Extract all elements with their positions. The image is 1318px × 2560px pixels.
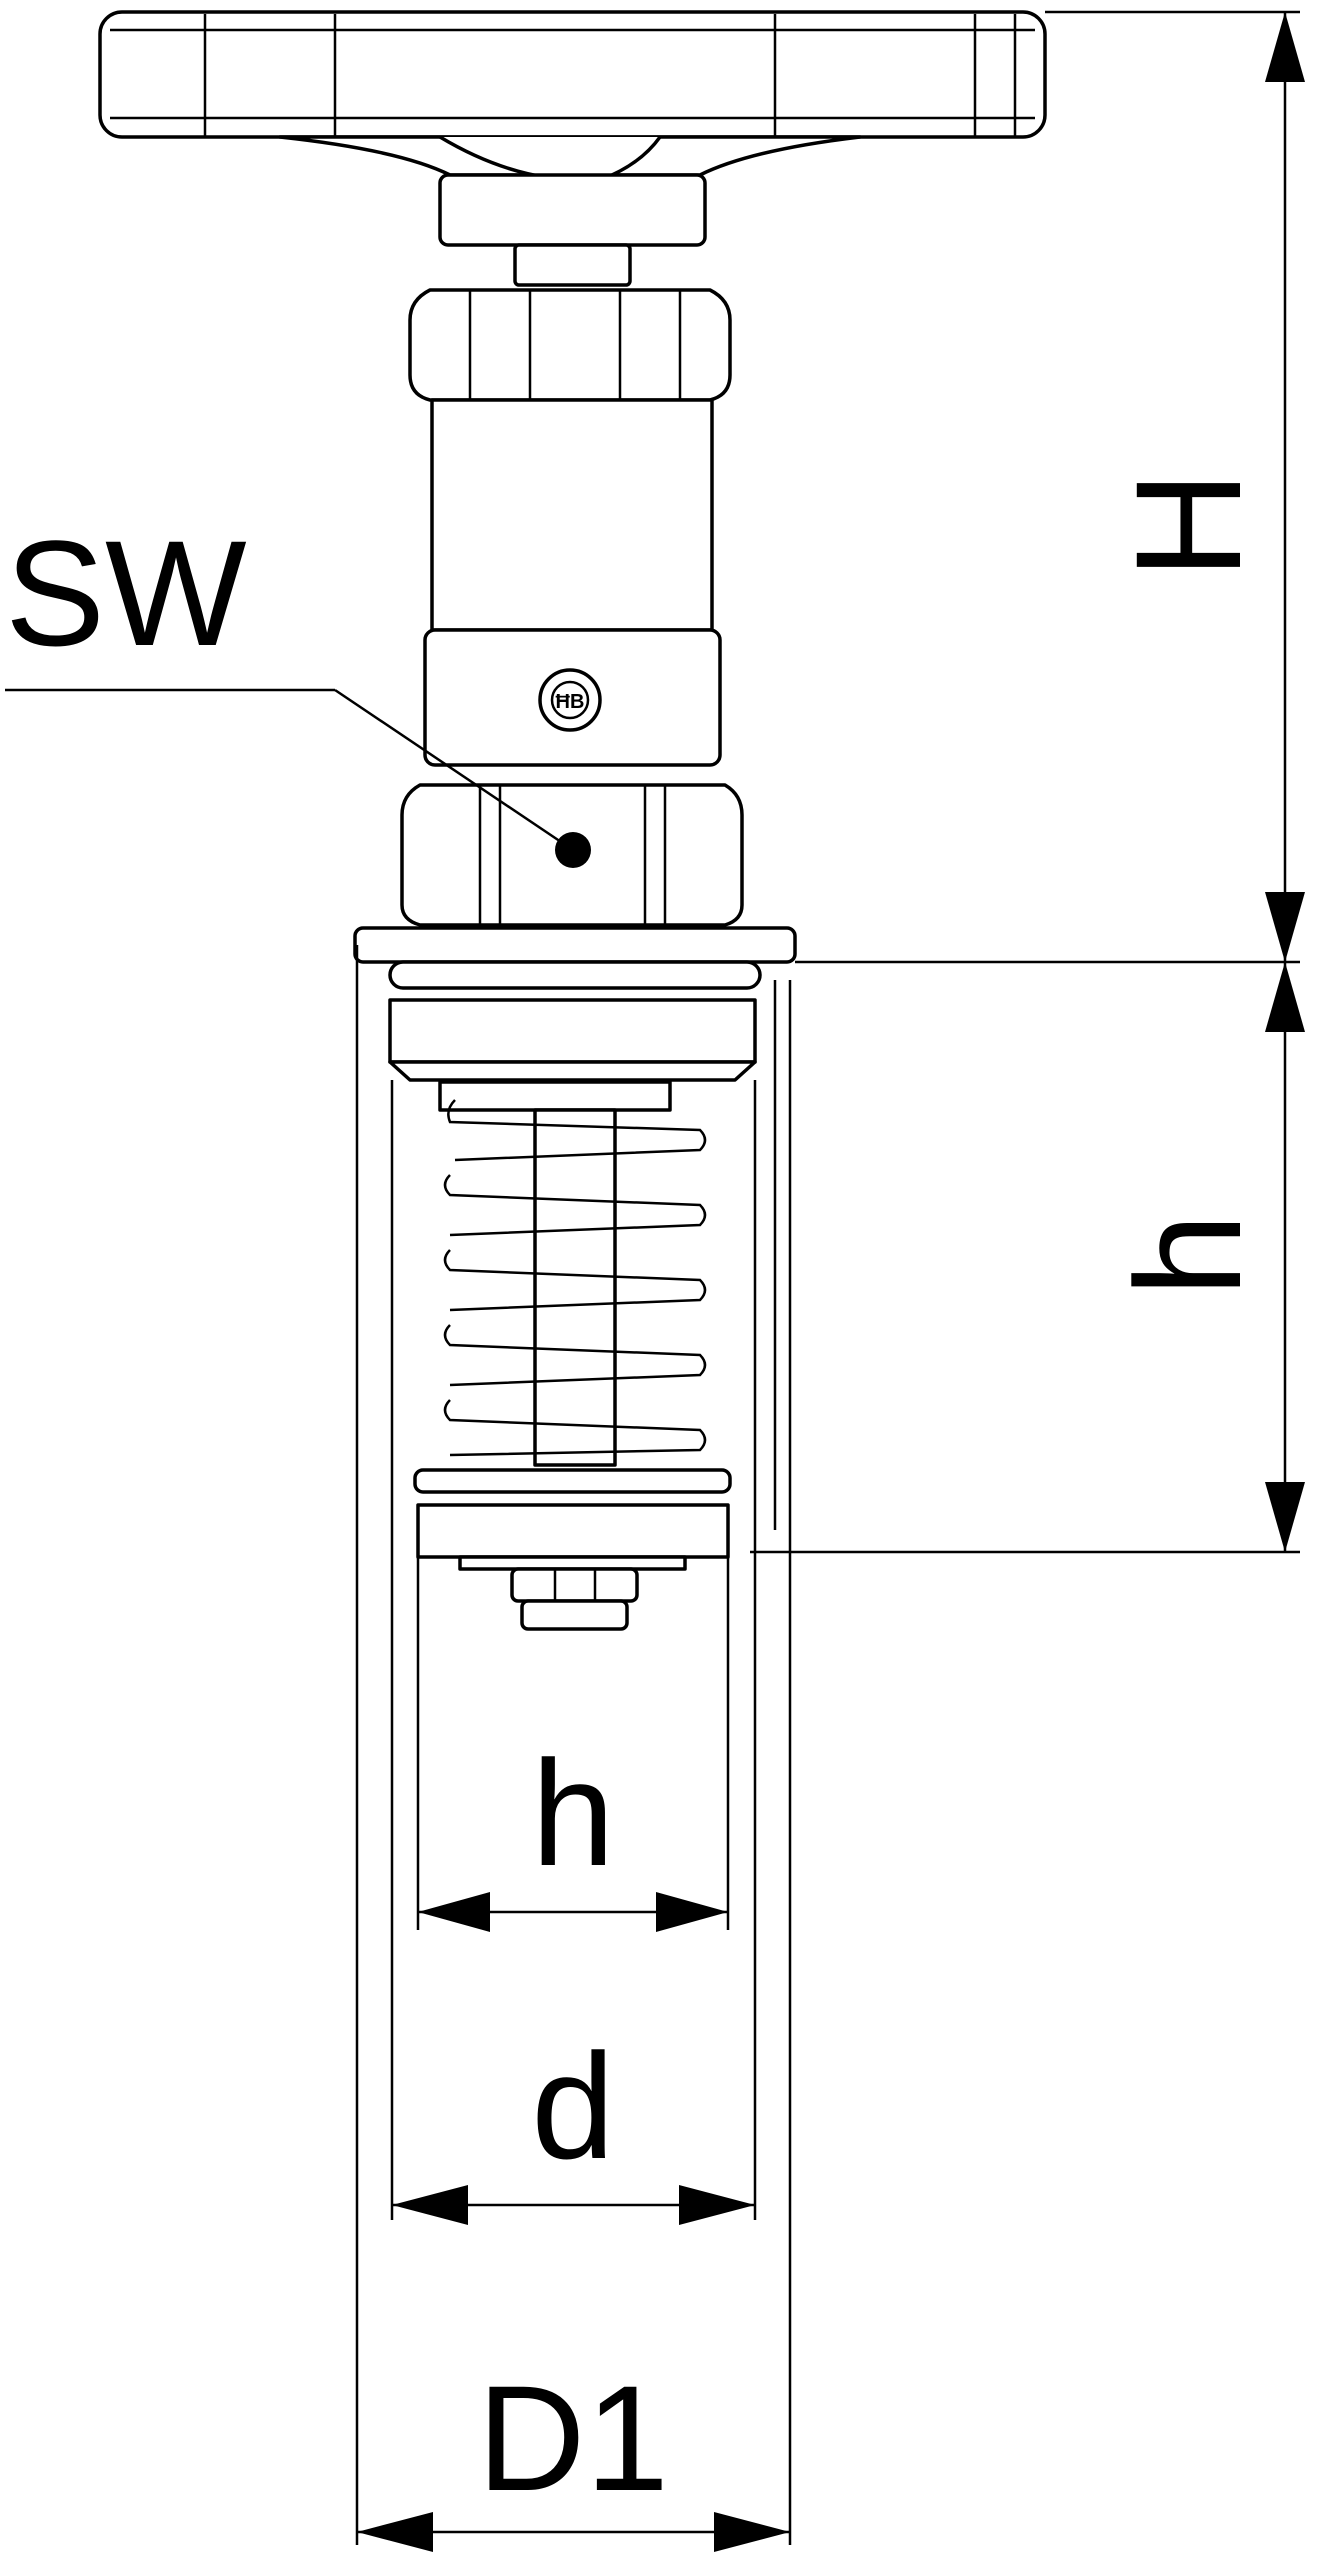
sw-leader <box>5 688 574 852</box>
dimension-h-horizontal <box>418 1892 728 1932</box>
lower-hex-nut <box>400 783 744 927</box>
label-sw: SW <box>5 509 247 677</box>
dimension-D1 <box>357 2512 790 2552</box>
extension-lines <box>355 10 1300 2545</box>
label-h-horizontal: h <box>531 1729 614 1897</box>
handwheel <box>98 10 1047 183</box>
wheel-hub <box>438 173 707 287</box>
spring-assembly <box>413 1080 732 1631</box>
label-h-vertical: h <box>1104 1213 1272 1296</box>
dimension-d <box>392 2185 755 2225</box>
label-D1: D1 <box>477 2354 669 2522</box>
label-d: d <box>531 2022 614 2190</box>
svg-text:ĦB: ĦB <box>556 691 585 713</box>
upper-hex-nut <box>408 288 732 402</box>
bonnet: ĦB <box>423 398 722 767</box>
dimension-H <box>1265 12 1305 962</box>
dimension-h-vertical <box>1265 962 1305 1552</box>
label-H: H <box>1104 471 1272 579</box>
flange <box>353 926 797 1082</box>
